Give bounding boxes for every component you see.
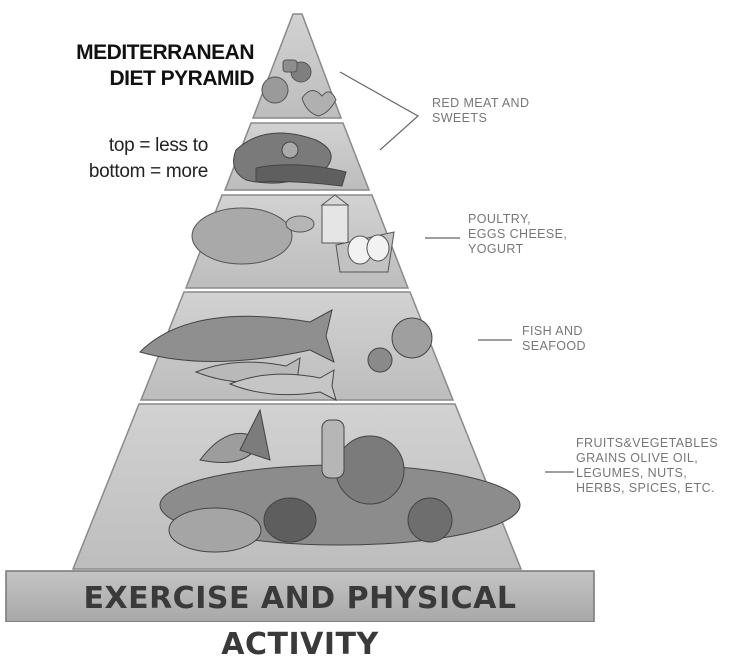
label-line: RED MEAT AND <box>432 96 529 111</box>
label-fruits-vegetables: FRUITS&VEGETABLES GRAINS OLIVE OIL, LEGU… <box>576 436 718 496</box>
pyramid-illustration <box>0 0 734 622</box>
base-label: EXERCISE AND PHYSICAL ACTIVITY <box>0 576 600 622</box>
page-title: MEDITERRANEAN DIET PYRAMID <box>74 40 254 92</box>
legend-line-2: bottom = more <box>40 159 208 185</box>
label-fish-seafood: FISH AND SEAFOOD <box>522 324 586 354</box>
label-line: SEAFOOD <box>522 339 586 354</box>
label-poultry-eggs: POULTRY, EGGS CHEESE, YOGURT <box>468 212 567 257</box>
label-line: GRAINS OLIVE OIL, <box>576 451 718 466</box>
label-line: FISH AND <box>522 324 586 339</box>
label-red-meat-sweets: RED MEAT AND SWEETS <box>432 96 529 126</box>
legend-line-1: top = less to <box>40 133 208 159</box>
title-line-1: MEDITERRANEAN <box>74 40 254 66</box>
leader-line-red-meat-sweets <box>340 72 418 150</box>
label-line: LEGUMES, NUTS, <box>576 466 718 481</box>
pyramid-legend: top = less to bottom = more <box>40 133 208 185</box>
label-line: EGGS CHEESE, <box>468 227 567 242</box>
label-line: FRUITS&VEGETABLES <box>576 436 718 451</box>
label-line: YOGURT <box>468 242 567 257</box>
label-line: POULTRY, <box>468 212 567 227</box>
title-line-2: DIET PYRAMID <box>74 66 254 92</box>
label-line: SWEETS <box>432 111 529 126</box>
label-line: HERBS, SPICES, ETC. <box>576 481 718 496</box>
